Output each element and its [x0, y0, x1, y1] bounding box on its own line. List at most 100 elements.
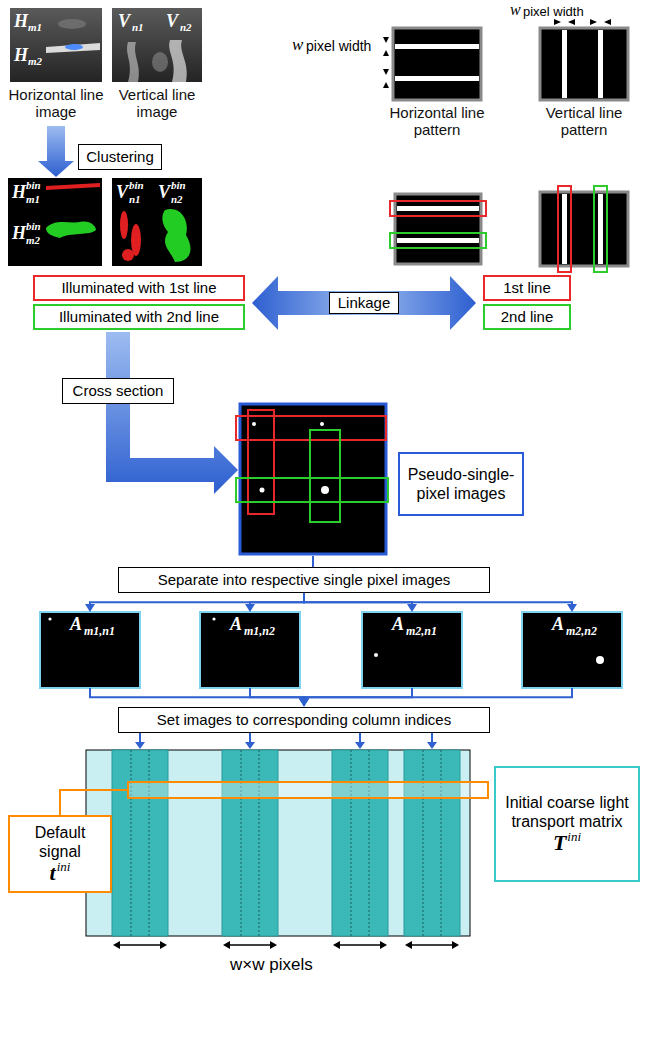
matrix: [60, 790, 128, 815]
node-text: t: [50, 861, 56, 885]
signal-note-box: Default signaltini: [8, 815, 112, 893]
column-arrow: [135, 731, 437, 749]
flow-arrow: [38, 126, 74, 177]
line-pattern: [393, 28, 628, 100]
node-text: bin: [26, 221, 41, 232]
node-text: Cross section: [73, 382, 164, 400]
note-box: Pseudo-single-pixel images: [398, 452, 524, 516]
text-line: 1st line: [503, 279, 551, 297]
annotation-label: w: [292, 36, 303, 53]
pseudo-pixel-image: [320, 422, 324, 426]
single-pixel-image: [200, 612, 300, 688]
line-pattern-marked: [540, 192, 628, 266]
line-box: 2nd line: [483, 304, 571, 330]
node-text: A: [392, 615, 404, 633]
line-pattern: [562, 30, 567, 98]
cluster-panel: Vbinn1Vbinn2: [112, 178, 202, 266]
flow-arrow: [90, 688, 309, 707]
arrow-head: [407, 604, 417, 612]
flow-line: [250, 593, 304, 606]
line-pattern: [598, 30, 603, 98]
arrow-head: [299, 699, 309, 707]
matrix: [332, 750, 388, 936]
column-arrow: [135, 742, 145, 749]
pixel-image: Am2,n2: [522, 612, 622, 688]
text-line: 2nd line: [501, 308, 554, 326]
matrix: [128, 782, 488, 798]
single-pixel-image: [374, 653, 378, 657]
flow-arrow: [38, 126, 74, 177]
flow-line: [250, 688, 304, 700]
line-pattern: [395, 44, 479, 49]
line-pattern: [395, 76, 479, 81]
pixel-image: Am1,n2: [200, 612, 300, 688]
photo-vertical: [169, 40, 187, 82]
cluster-image: [8, 178, 202, 266]
arrow-head: [85, 604, 95, 612]
line-pattern-marked: [397, 206, 479, 211]
matrix: [369, 750, 370, 936]
node-text: m1,n2: [244, 625, 275, 637]
flow-line: [90, 688, 304, 700]
cross-section-arrow: [106, 332, 238, 494]
width-marker: [383, 82, 389, 88]
pseudo-pixel-image: [236, 478, 388, 502]
photo-panel: Hm1Hm2Horizontal line image: [10, 8, 102, 124]
matrix: [60, 750, 488, 936]
text-line: Clustering: [86, 148, 154, 166]
pseudo-pixel-image: [248, 410, 274, 514]
node-text: Pseudo-single-pixel images: [406, 465, 516, 503]
text-line: Default signal: [16, 823, 104, 861]
matrix: [149, 750, 150, 936]
node-text: H: [14, 12, 28, 30]
linkage-arrow: [252, 276, 476, 330]
annotation-label: pixel width: [306, 38, 371, 54]
pseudo-pixel-image: [236, 404, 388, 568]
node-text: Vertical line pattern: [529, 104, 639, 138]
node-text: 2nd line: [501, 308, 554, 326]
process-box: Separate into respective single pixel im…: [118, 567, 490, 593]
line-pattern-marked: [594, 186, 607, 272]
width-marker: [383, 19, 611, 88]
cluster-image: [112, 178, 202, 266]
node-text: A: [230, 615, 242, 633]
dimension-arrow: [452, 941, 459, 949]
matrix: [131, 750, 441, 936]
width-marker: [383, 37, 389, 43]
cluster-panel: Hbinm1Hbinm2: [8, 178, 102, 266]
node-text: m2: [28, 56, 42, 67]
node-text: Separate into respective single pixel im…: [158, 571, 451, 589]
pixel-image: Am2,n1: [362, 612, 462, 688]
flow-line: [90, 593, 304, 606]
dimension-arrow: [338, 944, 382, 946]
node-text: Illuminated with 1st line: [61, 279, 216, 297]
pattern-panel: Horizontal line pattern: [393, 28, 481, 140]
process-box: Cross section: [62, 378, 174, 404]
pseudo-pixel-image: [321, 486, 329, 494]
node-text: n2: [180, 22, 192, 33]
annotation-label: w: [510, 2, 521, 18]
photo-vertical: [112, 8, 202, 82]
width-marker: [554, 19, 561, 25]
line-pattern-marked: [390, 186, 628, 272]
cluster-image: [46, 183, 100, 190]
linkage-arrow-box: Linkage: [252, 276, 476, 330]
arrow-head: [245, 604, 255, 612]
matrix: [241, 750, 242, 936]
photo-vertical: [127, 42, 139, 82]
node-text: n1: [132, 22, 144, 33]
matrix: [423, 750, 424, 936]
width-marker: [604, 19, 611, 25]
photo-vertical: [112, 8, 202, 82]
flow-arrow: [304, 593, 577, 613]
matrix: [131, 750, 132, 936]
flow-arrow: [250, 688, 309, 707]
pattern-panel: Vertical line pattern: [540, 28, 628, 140]
dimension-arrow: [160, 941, 167, 949]
text-line: Cross section: [73, 382, 164, 400]
single-pixel-image: [362, 612, 462, 688]
pseudo-pixel-image: [252, 422, 256, 426]
text-line: Illuminated with 1st line: [61, 279, 216, 297]
column-arrow: [139, 731, 141, 743]
